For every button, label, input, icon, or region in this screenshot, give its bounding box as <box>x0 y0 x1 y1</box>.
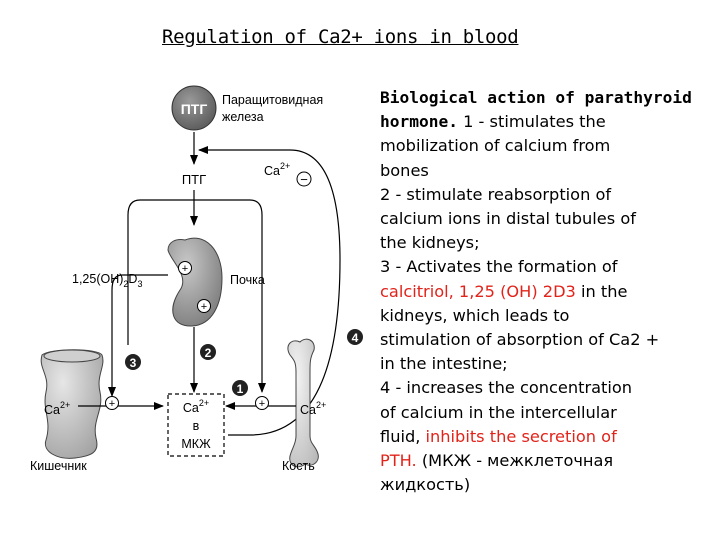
calcitriol-label: 1,25(OH)2D3 <box>72 272 142 289</box>
text-line-13: 4 - increases the concentration <box>380 378 633 398</box>
text-line-12: in the intestine; <box>380 354 508 374</box>
text-line-6: calcium ions in distal tubules of <box>380 209 636 229</box>
step-4-badge <box>347 329 363 345</box>
plus-label: + <box>201 301 207 313</box>
plus-sign-icon <box>255 396 269 410</box>
kidney-label: Почка <box>230 273 265 287</box>
plus-sign-icon <box>197 299 211 313</box>
intercellular-fluid-box <box>167 393 225 457</box>
text-line-5: 2 - stimulate reabsorption of <box>380 184 612 204</box>
step-4-label: 4 <box>352 331 359 345</box>
ptg-left-branch <box>127 199 194 345</box>
intestine-label: Кишечник <box>30 459 87 473</box>
bone-ca: Ca2+ <box>300 400 326 417</box>
text-line-16: PTH. (МКЖ - межклеточная <box>380 451 614 471</box>
text-line-3: mobilization of calcium from <box>380 136 611 156</box>
text-line-9: calcitriol, 1,25 (OH) 2D3 in the <box>380 281 628 301</box>
intestine-ca: Ca2+ <box>44 400 70 417</box>
bone <box>287 338 319 468</box>
center-v: в <box>193 419 200 433</box>
step-1-badge <box>232 380 248 396</box>
ptg-label: ПТГ <box>182 172 206 187</box>
text-line-4: bones <box>380 160 429 180</box>
minus-label: − <box>300 172 308 187</box>
text-line-11: stimulation of absorption of Ca2 + <box>380 330 660 350</box>
intestine <box>40 349 104 459</box>
center-ca: Ca2+ <box>183 398 209 415</box>
parathyroid-gland: ПТГ <box>171 85 217 131</box>
minus-sign-icon <box>296 171 312 187</box>
ptg-right-branch <box>194 199 266 393</box>
step-3-label: 3 <box>130 356 137 370</box>
step-3-badge <box>125 354 141 370</box>
text-line-14: of calcium in the intercellular <box>380 402 617 422</box>
feedback-ca: Ca2+ <box>264 161 290 178</box>
feedback-arrow <box>198 146 341 436</box>
plus-label: + <box>182 263 188 275</box>
step-2-label: 2 <box>205 346 212 360</box>
plus-sign-icon <box>178 261 192 275</box>
page-title: Regulation of Ca2+ ions in blood <box>162 26 519 48</box>
step-1-label: 1 <box>237 382 244 396</box>
ptg-circle-label: ПТГ <box>181 101 208 117</box>
text-line-1: Biological action of parathyroid <box>380 88 692 107</box>
gland-label-2: железа <box>222 110 264 124</box>
plus-label: + <box>109 398 115 410</box>
bone-label: Кость <box>282 459 315 473</box>
text-line-8: 3 - Activates the formation of <box>380 257 618 277</box>
explanation-text: Biological action of parathyroid hormone… <box>380 86 710 497</box>
gland-label-1: Паращитовидная <box>222 93 323 107</box>
text-line-15: fluid, inhibits the secretion of <box>380 426 617 446</box>
plus-label: + <box>259 398 265 410</box>
kidney <box>167 237 223 327</box>
text-line-10: kidneys, which leads to <box>380 305 570 325</box>
plus-sign-icon <box>105 396 119 410</box>
step-2-badge <box>200 344 216 360</box>
text-line-17: жидкость) <box>380 475 471 495</box>
text-line-7: the kidneys; <box>380 233 480 253</box>
text-line-2: hormone. 1 - stimulates the <box>380 112 606 132</box>
center-mkzh: МКЖ <box>181 437 211 451</box>
calcitriol-arrow <box>108 274 168 397</box>
